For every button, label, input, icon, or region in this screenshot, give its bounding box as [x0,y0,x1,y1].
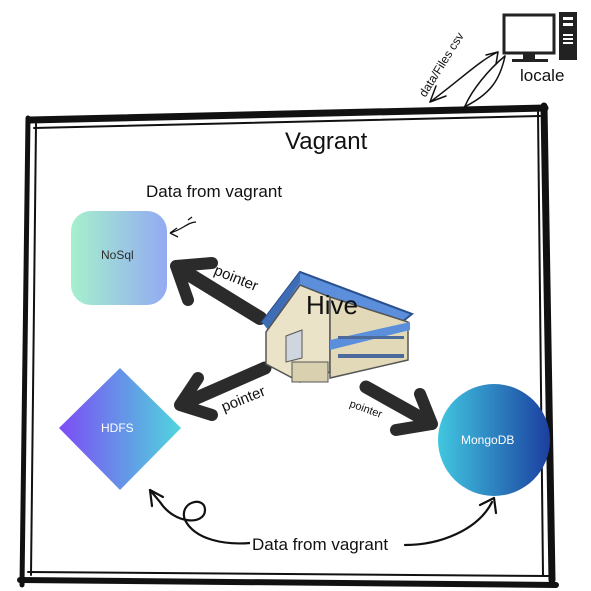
hive-label: Hive [306,290,359,320]
computer-icon [502,12,577,62]
hdfs-node [59,368,181,490]
nosql-node [71,211,167,305]
nosql-label: NoSql [101,248,134,262]
vagrant-title: Vagrant [285,128,368,155]
files-arrow [429,51,506,109]
data-from-vagrant-top: Data from vagrant [146,182,283,201]
data-bottom-arrows [148,488,498,547]
locale-label: locale [520,66,565,85]
data-top-arrow [169,216,197,238]
mongodb-label: MongoDB [461,433,515,447]
vagrant-frame [17,102,559,588]
data-from-vagrant-bottom: Data from vagrant [250,535,391,555]
warehouse-icon [260,270,414,383]
mongodb-node [438,384,550,496]
pointer-arrows [170,257,438,436]
hdfs-label: HDFS [101,421,134,435]
